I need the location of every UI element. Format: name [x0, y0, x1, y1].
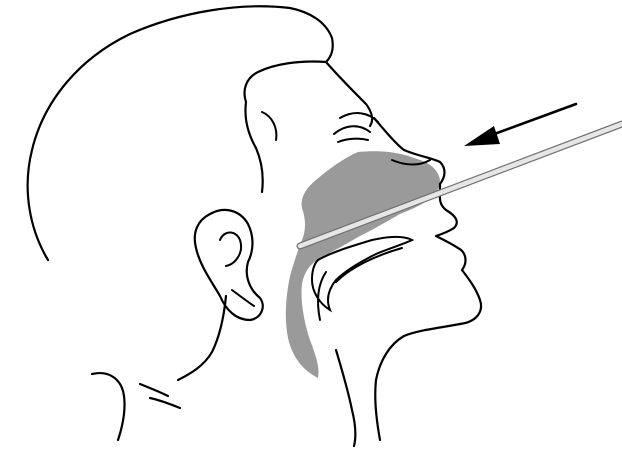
temple-line [262, 112, 276, 140]
chin-neck [375, 324, 460, 440]
neck-back [178, 296, 226, 380]
ear-lobe [232, 290, 254, 306]
eye-lower [338, 139, 368, 142]
mouth-line [436, 228, 458, 248]
lower-lip [458, 248, 481, 324]
forehead-outline [326, 62, 372, 126]
nasal-cavity-shading [286, 151, 440, 378]
collar-right [336, 350, 355, 446]
arrow-icon [464, 104, 576, 146]
collar-left [92, 373, 125, 440]
hairline [245, 61, 327, 192]
eye-upper [334, 126, 370, 134]
collar-fold [140, 384, 180, 408]
head-outline [28, 6, 333, 260]
ear-inner [220, 233, 241, 267]
